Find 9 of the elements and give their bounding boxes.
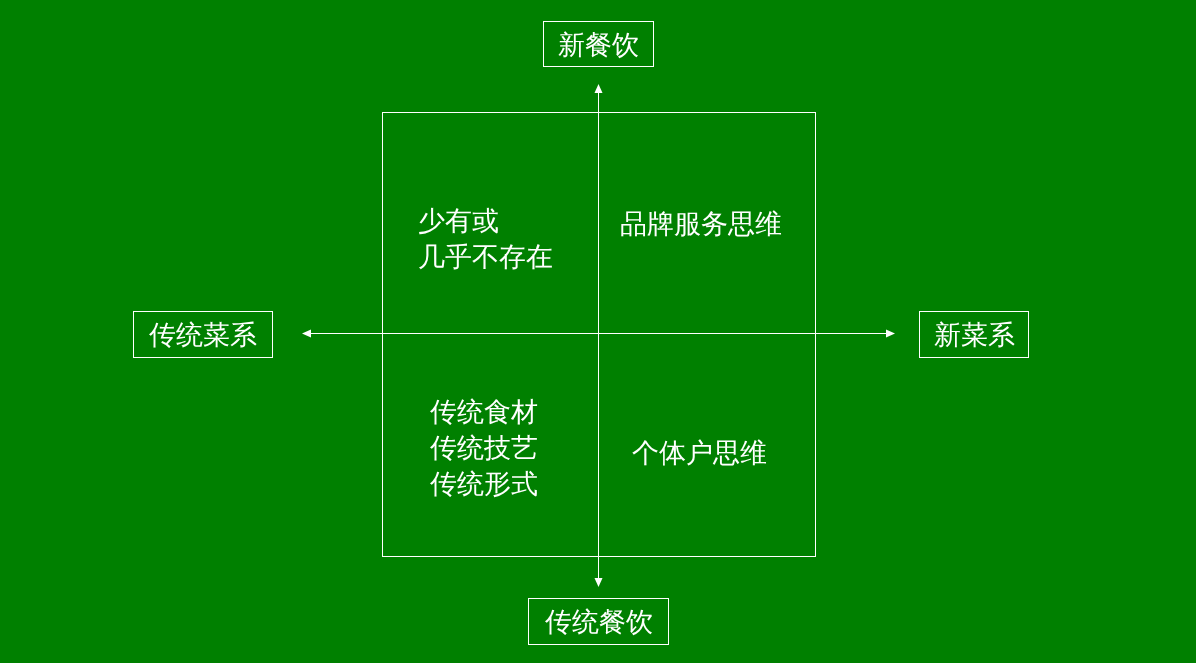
axis-end-label: 传统菜系 [133, 311, 273, 358]
quadrant-text: 传统食材传统技艺传统形式 [430, 395, 539, 501]
axis-end-label: 传统餐饮 [528, 598, 669, 645]
axis-end-label: 新餐饮 [543, 21, 654, 67]
quadrant-text: 个体户思维 [632, 436, 767, 470]
quadrant-text: 少有或几乎不存在 [418, 204, 554, 274]
axis-end-label: 新菜系 [919, 311, 1029, 358]
quadrant-matrix-box [382, 112, 816, 557]
quadrant-text: 品牌服务思维 [620, 207, 782, 241]
